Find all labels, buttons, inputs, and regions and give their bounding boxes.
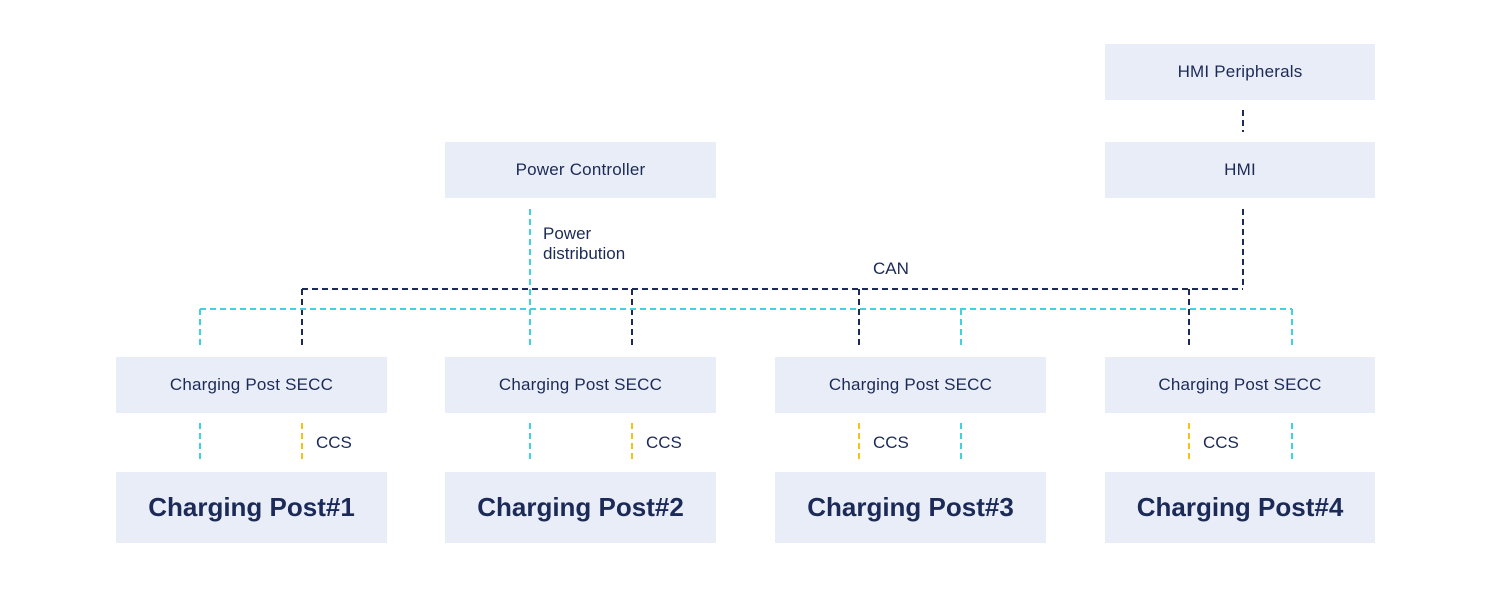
power-distribution-label: Power distribution	[543, 224, 625, 264]
charging-post-label: Charging Post#3	[807, 492, 1014, 522]
charging-post-label: Charging Post#1	[148, 492, 355, 522]
secc-box-4: Charging Post SECC	[1105, 357, 1375, 413]
secc-label: Charging Post SECC	[1158, 375, 1322, 394]
secc-box-1: Charging Post SECC	[116, 357, 387, 413]
secc-label: Charging Post SECC	[498, 375, 663, 394]
charging-post-box-4: Charging Post#4	[1105, 472, 1375, 543]
hmi-box: HMI	[1105, 142, 1375, 198]
hmi-label: HMI	[1224, 160, 1256, 179]
ccs-label-2: CCS	[646, 433, 682, 452]
can-label: CAN	[873, 259, 909, 278]
secc-box-3: Charging Post SECC	[775, 357, 1046, 413]
charging-post-label: Charging Post#2	[477, 492, 684, 522]
power-distribution-line1: Power	[543, 224, 592, 243]
charging-post-box-3: Charging Post#3	[775, 472, 1046, 543]
ccs-label-4: CCS	[1203, 433, 1239, 452]
hmi-peripherals-box: HMI Peripherals	[1105, 44, 1375, 100]
hmi-peripherals-label: HMI Peripherals	[1177, 62, 1303, 81]
secc-label: Charging Post SECC	[828, 375, 993, 394]
ccs-label-3: CCS	[873, 433, 909, 452]
power-controller-label: Power Controller	[515, 160, 646, 179]
charging-post-box-2: Charging Post#2	[445, 472, 716, 543]
secc-label: Charging Post SECC	[169, 375, 334, 394]
ccs-label-1: CCS	[316, 433, 352, 452]
power-controller-box: Power Controller	[445, 142, 716, 198]
charging-post-label: Charging Post#4	[1136, 492, 1344, 522]
secc-box-2: Charging Post SECC	[445, 357, 716, 413]
charging-post-box-1: Charging Post#1	[116, 472, 387, 543]
power-distribution-line2: distribution	[543, 244, 626, 263]
